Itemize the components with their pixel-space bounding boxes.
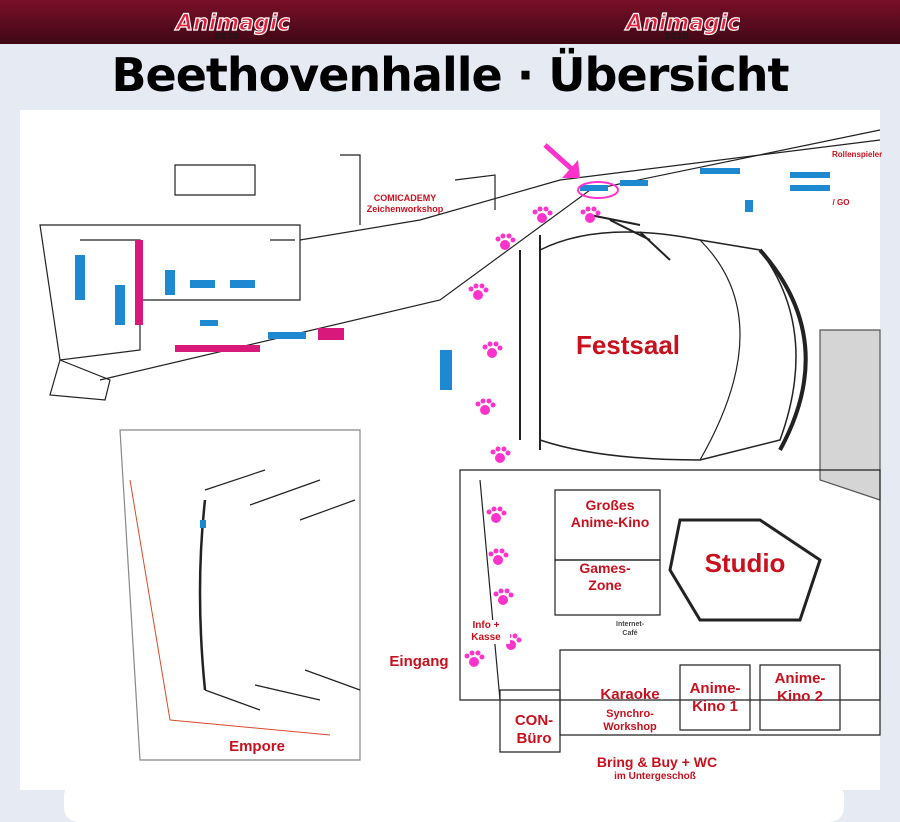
floor-plan — [20, 110, 880, 790]
label-empore: Empore — [229, 738, 285, 755]
label-studio: Studio — [704, 548, 786, 578]
label-go: / GO — [832, 198, 850, 207]
label-con-buero: CON-Büro — [514, 712, 554, 747]
label-anime-kino-1: Anime-Kino 1 — [689, 680, 741, 715]
bottom-panel — [64, 782, 844, 822]
animagic-logo-right: Animagic 2010 — [623, 10, 740, 40]
svg-text:Animagic: Animagic — [624, 11, 740, 36]
svg-text:Animagic: Animagic — [174, 11, 290, 36]
label-eingang: Eingang — [389, 653, 449, 670]
label-rollenspieler: Rollenspieler — [832, 150, 883, 159]
svg-text:2010: 2010 — [664, 32, 689, 40]
label-karaoke: Karaoke — [600, 686, 660, 703]
label-festsaal: Festsaal — [575, 330, 681, 360]
label-bring-buy-wc: Bring & Buy + WC — [596, 754, 718, 770]
label-info-kasse: Info +Kasse — [462, 620, 510, 644]
label-internet-cafe: Internet-Café — [616, 621, 644, 637]
svg-text:2010: 2010 — [214, 32, 239, 40]
label-anime-kino-2: Anime-Kino 2 — [774, 670, 826, 705]
page-title: Beethovenhalle · Übersicht — [111, 48, 789, 102]
paw-print-icons — [464, 206, 601, 667]
label-games-zone: Games-Zone — [579, 560, 631, 593]
header-bar: Animagic 2010 Animagic 2010 — [0, 0, 900, 44]
animagic-logo-left: Animagic 2010 — [173, 10, 290, 40]
label-synchro-workshop: Synchro-Workshop — [603, 708, 657, 733]
label-untergeschoss: im Untergeschoß — [614, 771, 696, 782]
arrow-icon — [543, 143, 619, 199]
